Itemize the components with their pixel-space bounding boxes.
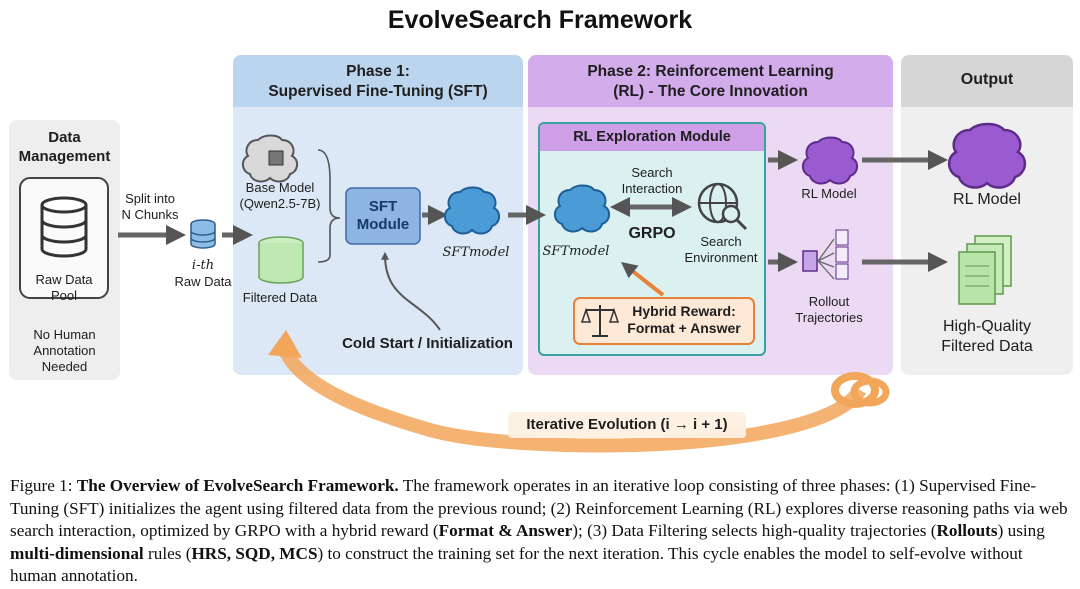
rollout-line2: Trajectories bbox=[795, 310, 863, 325]
phase1-header-line1: Phase 1: bbox=[346, 63, 410, 80]
caption-text-1: The framework operates in an iterative l… bbox=[10, 476, 1068, 540]
caption-bold-4: HRS, SQD, MCS bbox=[191, 543, 318, 563]
page-title: EvolveSearch Framework bbox=[387, 6, 693, 34]
pool-line1: Raw Data bbox=[35, 272, 93, 287]
env-line2: Environment bbox=[684, 250, 758, 265]
split-line1: Split into bbox=[125, 191, 175, 206]
sft-module-line1: SFT bbox=[368, 198, 398, 215]
hq-line2: Filtered Data bbox=[941, 338, 1033, 355]
rl-sft-model-label: SFTmodel bbox=[542, 244, 610, 259]
sft-module-label: SFT Module bbox=[346, 198, 420, 234]
phase2-header-line2: (RL) - The Core Innovation bbox=[613, 83, 808, 100]
cold-start-label: Cold Start / Initialization bbox=[342, 335, 513, 352]
brain-icon bbox=[242, 134, 298, 183]
iterative-evolution-label: Iterative Evolution (i → i + 1) bbox=[526, 416, 728, 433]
rl-model-small-label: RL Model bbox=[801, 186, 857, 201]
output-panel bbox=[901, 55, 1073, 375]
split-label: Split into N Chunks bbox=[112, 191, 188, 223]
caption-bold-1: Format & Answer bbox=[438, 521, 573, 540]
sft-model-label: SFTmodel bbox=[442, 245, 510, 260]
note-line2: Annotation bbox=[33, 343, 96, 358]
pool-line2: Pool bbox=[50, 288, 78, 303]
split-line2: N Chunks bbox=[121, 207, 179, 222]
reward-line2: Format + Answer bbox=[627, 320, 741, 336]
rl-module-title: RL Exploration Module bbox=[573, 129, 731, 145]
chunk-line2: Raw Data bbox=[174, 274, 232, 289]
no-human-note: No Human Annotation Needed bbox=[9, 327, 120, 375]
brain-icon-rl-model bbox=[802, 136, 858, 185]
rl-module-header bbox=[540, 124, 764, 151]
data-mgmt-heading: Data Management bbox=[9, 128, 120, 166]
note-line1: No Human bbox=[33, 327, 96, 342]
filtered-data-label: Filtered Data bbox=[242, 290, 318, 305]
caption-bold-3: multi-dimensional bbox=[10, 543, 144, 563]
sft-module-box bbox=[345, 187, 421, 245]
caption-title: The Overview of EvolveSearch Framework. bbox=[76, 476, 399, 495]
document-icon-output bbox=[958, 235, 1012, 305]
brain-icon-rl bbox=[554, 184, 610, 233]
sft-module-line2: Module bbox=[356, 216, 410, 233]
phase2-header bbox=[528, 55, 893, 107]
phase1-header-line2: Supervised Fine-Tuning (SFT) bbox=[268, 83, 488, 100]
output-hq-label: High-Quality Filtered Data bbox=[901, 317, 1073, 357]
note-line3: Needed bbox=[41, 359, 88, 374]
filtered-data-cylinder bbox=[258, 236, 304, 284]
hq-line1: High-Quality bbox=[942, 318, 1032, 335]
chunk-database-icon bbox=[190, 219, 216, 249]
data-mgmt-heading-line2: Management bbox=[18, 148, 111, 165]
search-line2: Interaction bbox=[621, 181, 683, 196]
caption-text-2: ); (3) Data Filtering selects high-quali… bbox=[572, 521, 937, 540]
scales-icon bbox=[580, 305, 620, 337]
phase2-header-line1: Phase 2: Reinforcement Learning bbox=[587, 63, 834, 80]
brain-icon-sft bbox=[444, 186, 500, 235]
caption-text-5: ) to construct the training set for the … bbox=[10, 543, 1023, 586]
phase1-header-text: Phase 1: Supervised Fine-Tuning (SFT) bbox=[233, 62, 523, 102]
phase2-header-text: Phase 2: Reinforcement Learning (RL) - T… bbox=[528, 62, 893, 102]
iterative-loop-arrow bbox=[268, 330, 890, 453]
reward-line1: Hybrid Reward: bbox=[632, 303, 736, 319]
output-rl-model-label: RL Model bbox=[953, 191, 1021, 208]
database-icon bbox=[19, 177, 109, 299]
document-icon bbox=[802, 229, 849, 280]
hybrid-reward-box bbox=[573, 297, 755, 345]
caption-text-4: rules ( bbox=[143, 543, 192, 563]
env-line1: Search bbox=[700, 234, 742, 249]
brain-icon-output bbox=[947, 122, 1027, 189]
output-header-text: Output bbox=[960, 71, 1014, 88]
caption-text-3: ) using bbox=[997, 521, 1045, 540]
search-env-label: Search Environment bbox=[676, 234, 766, 266]
diagram-graphics bbox=[19, 122, 1027, 453]
globe-search-icon bbox=[697, 182, 748, 231]
caption-bold-2: Rollouts bbox=[936, 521, 998, 540]
search-interaction-label: Search Interaction bbox=[612, 165, 692, 197]
search-line1: Search bbox=[631, 165, 673, 180]
caption-prefix: Figure 1: bbox=[10, 476, 77, 495]
base-model-label: Base Model (Qwen2.5-7B) bbox=[228, 180, 332, 212]
phase1-header bbox=[233, 55, 523, 107]
chunk-line1: i-th bbox=[191, 258, 215, 273]
rollout-line1: Rollout bbox=[808, 294, 850, 309]
raw-data-pool-label: Raw Data Pool bbox=[20, 272, 108, 304]
output-header bbox=[901, 55, 1073, 107]
chunk-label: i-th Raw Data bbox=[166, 258, 240, 290]
figure-caption: Figure 1: The Overview of EvolveSearch F… bbox=[10, 475, 1072, 588]
rollout-label: Rollout Trajectories bbox=[780, 294, 878, 326]
hybrid-reward-label: Hybrid Reward: Format + Answer bbox=[618, 303, 750, 337]
base-line2: (Qwen2.5-7B) bbox=[239, 196, 321, 211]
base-line1: Base Model bbox=[245, 180, 315, 195]
grpo-label: GRPO bbox=[628, 225, 676, 242]
data-mgmt-heading-line1: Data bbox=[48, 129, 81, 146]
